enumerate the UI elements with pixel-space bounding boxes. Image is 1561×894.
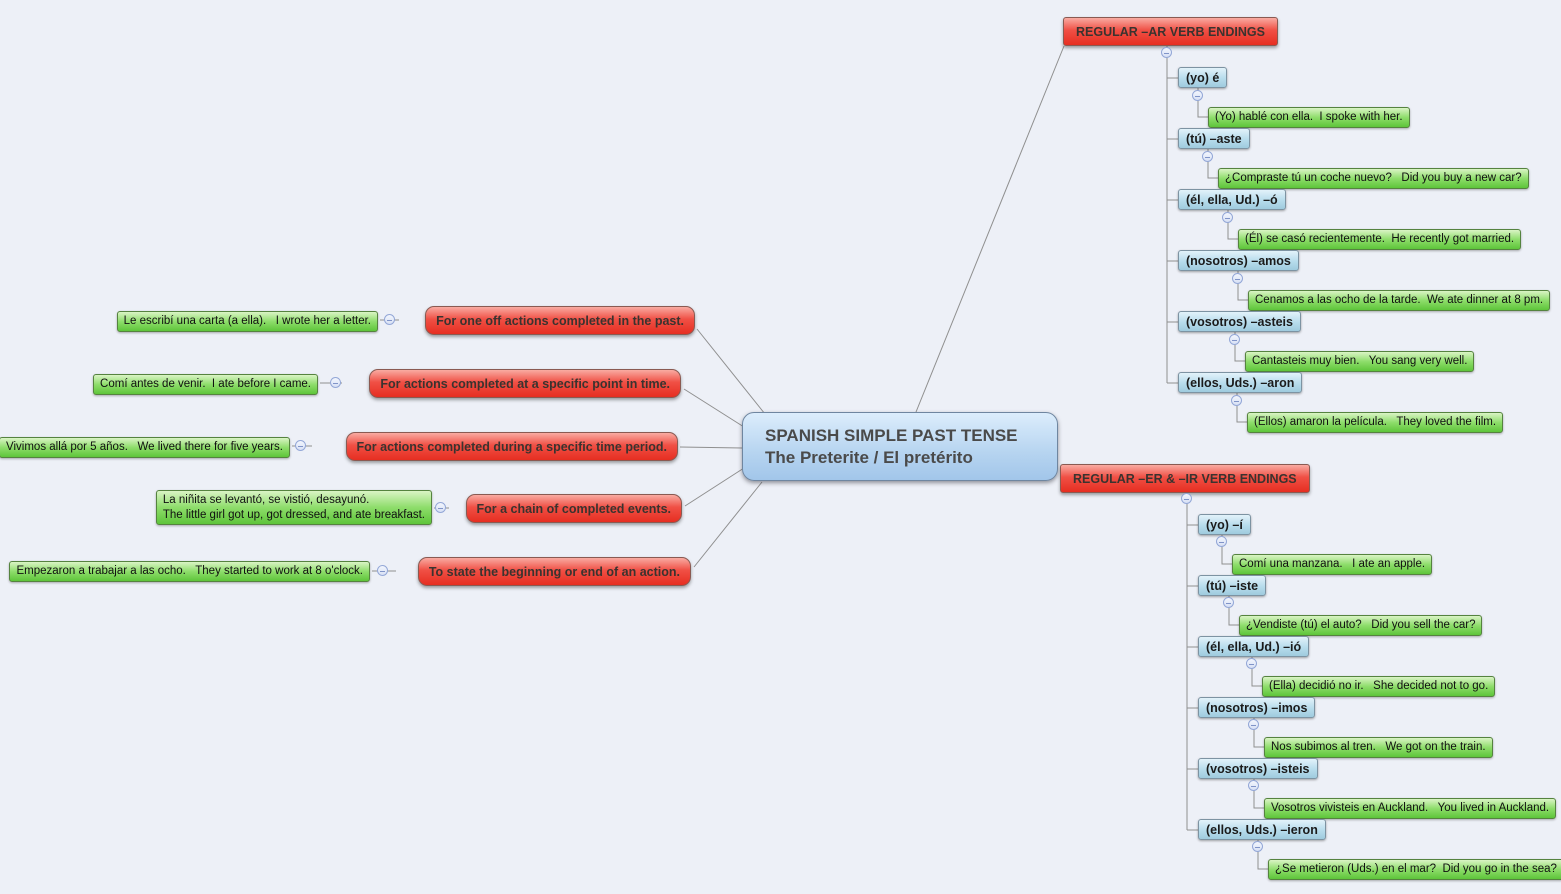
collapse-icon[interactable] (1223, 597, 1234, 608)
usage-node-beginning-or-end[interactable]: To state the beginning or end of an acti… (417, 557, 691, 586)
collapse-icon[interactable] (1248, 719, 1259, 730)
collapse-icon[interactable] (1222, 212, 1233, 223)
collapse-icon[interactable] (1229, 334, 1240, 345)
er-ir-ending-node-el-ella-ud[interactable]: (él, ella, Ud.) –ió (1198, 636, 1310, 657)
collapse-icon[interactable] (1232, 273, 1243, 284)
collapse-icon[interactable] (1161, 47, 1172, 58)
ar-ending-node-nosotros[interactable]: (nosotros) –amos (1178, 250, 1299, 271)
er-ir-example-el-ella-ud[interactable]: (Ella) decidió no ir. She decided not to… (1262, 676, 1496, 697)
ar-ending-node-yo[interactable]: (yo) é (1178, 67, 1228, 88)
usage-example-chain-of-events[interactable]: La niñita se levantó, se vistió, desayun… (155, 490, 432, 525)
collapse-icon[interactable] (1252, 841, 1263, 852)
er-ir-example-nosotros[interactable]: Nos subimos al tren. We got on the train… (1264, 737, 1493, 758)
collapse-icon[interactable] (435, 502, 446, 513)
collapse-icon[interactable] (295, 440, 306, 451)
collapse-icon[interactable] (1248, 780, 1259, 791)
ar-ending-node-ellos-uds[interactable]: (ellos, Uds.) –aron (1178, 372, 1303, 393)
collapse-icon[interactable] (1216, 536, 1227, 547)
usage-node-specific-point-in-time[interactable]: For actions completed at a specific poin… (369, 369, 681, 398)
ar-example-ellos-uds[interactable]: (Ellos) amaron la película. They loved t… (1247, 412, 1504, 433)
central-topic[interactable]: SPANISH SIMPLE PAST TENSE The Preterite … (742, 412, 1058, 481)
ar-example-vosotros[interactable]: Cantasteis muy bien. You sang very well. (1245, 351, 1475, 372)
central-topic-subtitle: The Preterite / El pretérito (765, 447, 973, 467)
er-ir-example-ellos-uds[interactable]: ¿Se metieron (Uds.) en el mar? Did you g… (1268, 859, 1561, 880)
ar-endings-header-node[interactable]: REGULAR –AR VERB ENDINGS (1063, 17, 1278, 46)
er-ir-ending-node-vosotros[interactable]: (vosotros) –isteis (1198, 758, 1318, 779)
collapse-icon[interactable] (1246, 658, 1257, 669)
collapse-icon[interactable] (330, 377, 341, 388)
er-ir-ending-node-ellos-uds[interactable]: (ellos, Uds.) –ieron (1198, 819, 1326, 840)
er-ir-ending-node-tu[interactable]: (tú) –iste (1198, 575, 1267, 596)
ar-ending-node-tu[interactable]: (tú) –aste (1178, 128, 1250, 149)
usage-node-one-off-actions[interactable]: For one off actions completed in the pas… (425, 306, 695, 335)
usage-example-beginning-or-end[interactable]: Empezaron a trabajar a las ocho. They st… (9, 561, 370, 582)
collapse-icon[interactable] (1202, 151, 1213, 162)
er-ir-example-yo[interactable]: Comí una manzana. I ate an apple. (1232, 554, 1433, 575)
usage-node-chain-of-events[interactable]: For a chain of completed events. (465, 494, 682, 523)
ar-ending-node-vosotros[interactable]: (vosotros) –asteis (1178, 311, 1301, 332)
ar-ending-node-el-ella-ud[interactable]: (él, ella, Ud.) –ó (1178, 189, 1286, 210)
usage-example-one-off-actions[interactable]: Le escribí una carta (a ella). I wrote h… (116, 311, 378, 332)
ar-example-yo[interactable]: (Yo) hablé con ella. I spoke with her. (1208, 107, 1410, 128)
ar-example-nosotros[interactable]: Cenamos a las ocho de la tarde. We ate d… (1248, 290, 1551, 311)
usage-example-specific-point-in-time[interactable]: Comí antes de venir. I ate before I came… (93, 374, 318, 395)
usage-node-specific-time-period[interactable]: For actions completed during a specific … (345, 432, 678, 461)
collapse-icon[interactable] (1231, 395, 1242, 406)
er-ir-example-tu[interactable]: ¿Vendiste (tú) el auto? Did you sell the… (1239, 615, 1483, 636)
ar-example-el-ella-ud[interactable]: (Él) se casó recientemente. He recently … (1238, 229, 1522, 250)
usage-example-specific-time-period[interactable]: Vivimos allá por 5 años. We lived there … (0, 437, 290, 458)
ar-example-tu[interactable]: ¿Compraste tú un coche nuevo? Did you bu… (1218, 168, 1529, 189)
er-ir-ending-node-yo[interactable]: (yo) –í (1198, 514, 1251, 535)
collapse-icon[interactable] (377, 565, 388, 576)
central-topic-title: SPANISH SIMPLE PAST TENSE (765, 425, 1018, 445)
er-ir-ending-node-nosotros[interactable]: (nosotros) –imos (1198, 697, 1316, 718)
er-ir-example-vosotros[interactable]: Vosotros vivisteis en Auckland. You live… (1264, 798, 1557, 819)
collapse-icon[interactable] (1181, 493, 1192, 504)
er-ir-endings-header-node[interactable]: REGULAR –ER & –IR VERB ENDINGS (1060, 464, 1310, 493)
collapse-icon[interactable] (1192, 90, 1203, 101)
collapse-icon[interactable] (384, 314, 395, 325)
